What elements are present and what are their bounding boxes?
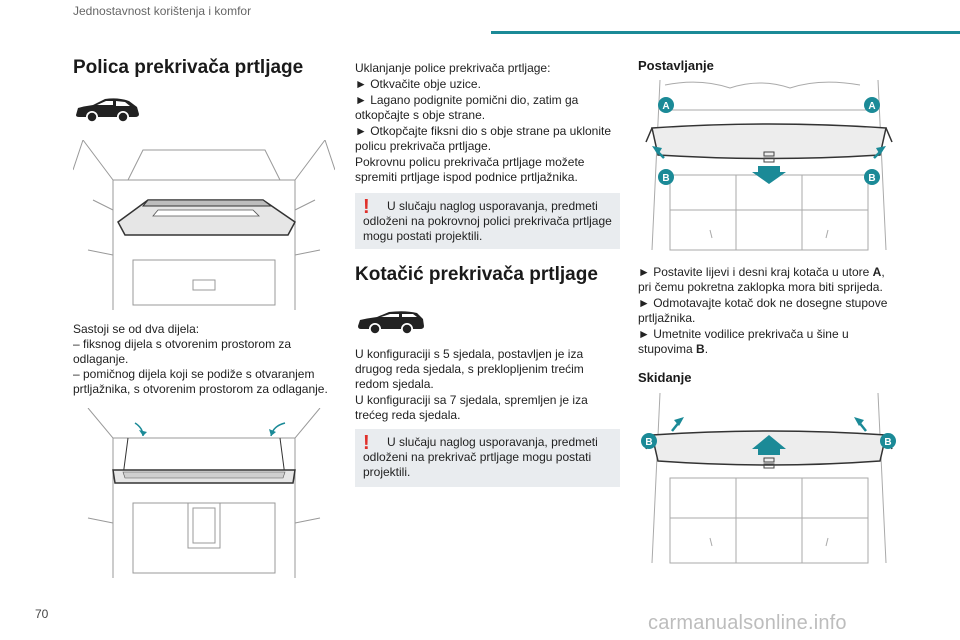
section-title-cover-shelf: Polica prekrivača prtljage [73, 57, 304, 78]
section-title-cover-roller: Kotačić prekrivača prtljage [355, 264, 598, 285]
figure-trunk-shelf-raised [87, 408, 321, 578]
figure-roller-remove: B B [641, 393, 896, 564]
config-7-seats: U konfiguraciji sa 7 sjedala, spremljen … [355, 393, 588, 422]
watermark: carmanualsonline.info [648, 612, 847, 634]
label-b-right-remove: B [884, 437, 891, 448]
storage-note: Pokrovnu policu prekrivača prtljage može… [355, 155, 585, 184]
shelf-part-fixed: – fiksnog dijela s otvorenim prostorom z… [73, 337, 292, 366]
install-step-3: ► Umetnite vodilice prekrivača u šine u … [638, 327, 849, 356]
estate-car-icon [358, 311, 424, 335]
warning-box-roller: ! U slučaju naglog usporavanja, predmeti… [355, 429, 620, 487]
removal-step-3: ► Otkopčajte fiksni dio s obje strane pa… [355, 124, 612, 153]
label-a-left: A [662, 101, 669, 112]
figure-roller-install: A A B B [645, 80, 893, 251]
running-header: Jednostavnost korištenja i komfor [73, 4, 252, 18]
install-step-2: ► Odmotavajte kotač dok ne dosegne stupo… [638, 296, 888, 325]
subtitle-install-wrap: Postavljanje [638, 58, 714, 73]
label-b-left: B [662, 173, 669, 184]
label-a-right: A [868, 101, 875, 112]
column-1: Polica prekrivača prtljage [73, 55, 335, 81]
warning-text-shelf: U slučaju naglog usporavanja, predmeti o… [363, 199, 612, 243]
shelf-parts-intro: Sastoji se od dva dijela: [73, 322, 200, 336]
section-title-wrapper: Kotačić prekrivača prtljage [355, 262, 620, 288]
removal-step-1: ► Otkvačite obje uzice. [355, 77, 481, 91]
config-5-seats: U konfiguraciji s 5 sjedala, postavljen … [355, 347, 584, 391]
figure-trunk-fixed-shelf [73, 140, 335, 310]
label-b-right: B [868, 173, 875, 184]
warning-icon: ! [363, 196, 370, 218]
removal-intro: Uklanjanje police prekrivača prtljage: [355, 61, 551, 75]
shelf-part-movable: – pomičnog dijela koji se podiže s otvar… [73, 367, 328, 396]
subtitle-remove: Skidanje [638, 370, 692, 385]
warning-icon: ! [363, 432, 370, 454]
label-b-left-remove: B [645, 437, 652, 448]
removal-step-2: ► Lagano podignite pomični dio, zatim ga… [355, 93, 579, 122]
warning-text-roller: U slučaju naglog usporavanja, predmeti o… [363, 435, 598, 479]
header-accent-bar [491, 31, 960, 34]
page-number: 70 [35, 607, 49, 621]
subtitle-remove-wrap: Skidanje [638, 370, 691, 385]
subtitle-install: Postavljanje [638, 58, 714, 73]
install-step-1: ► Postavite lijevi i desni kraj kotača u… [638, 265, 885, 294]
warning-box-shelf: ! U slučaju naglog usporavanja, predmeti… [355, 193, 620, 249]
suv-car-icon [76, 98, 139, 123]
